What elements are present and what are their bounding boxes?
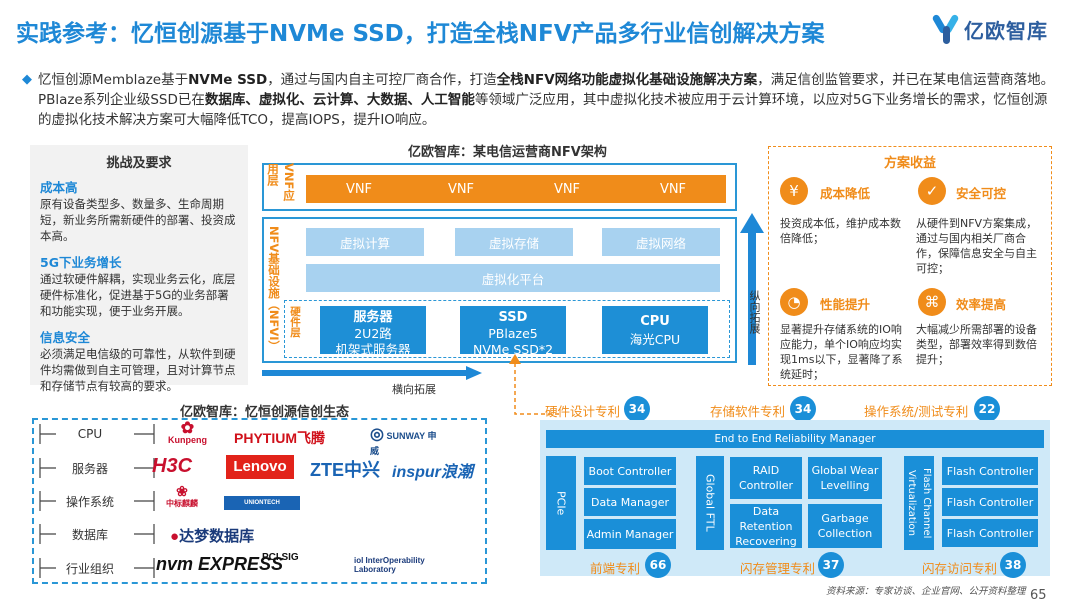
benefit-text: 投资成本低，维护成本数倍降低； xyxy=(780,217,901,245)
flash-channel-virtualization-box: Flash Channel Virtualization xyxy=(904,456,934,550)
uniontech-logo: UNIONTECH xyxy=(224,496,300,510)
challenge-heading: 5G下业务增长 xyxy=(40,255,122,270)
iol-logo: iol InterOperability Laboratory xyxy=(354,556,425,574)
eco-row-label: 操作系统 xyxy=(65,495,114,509)
zte-logo: ZTE中兴 xyxy=(310,460,380,480)
reliability-manager-bar: End to End Reliability Manager xyxy=(546,430,1044,448)
patent-label: 硬件设计专利 xyxy=(545,404,621,419)
yiou-logo: 亿欧智库 xyxy=(931,13,1048,44)
patent-count-badge: 37 xyxy=(818,552,844,578)
flash-controller-box: Flash Controller xyxy=(942,457,1038,485)
neokylin-logo: ❀中标麒麟 xyxy=(166,483,198,508)
ecosystem-title: 亿欧智库：忆恒创源信创生态 xyxy=(180,405,350,420)
virtual-compute-box: 虚拟计算 xyxy=(306,228,424,256)
vertical-arrow-icon xyxy=(740,213,764,365)
eco-row-label: 服务器 xyxy=(71,462,108,476)
patent-label: 前端专利 xyxy=(590,561,641,576)
challenge-text: 通过软硬件解耦，实现业务云化，底层硬件标准化，促进基于5G的业务部署和功能实现，… xyxy=(40,272,236,318)
horizontal-expand-label: 横向拓展 xyxy=(392,383,436,396)
flash-controller-box: Flash Controller xyxy=(942,488,1038,516)
benefit-heading: 安全可控 xyxy=(956,186,1007,201)
sunway-logo: ◎ SUNWAY 申威 xyxy=(370,426,437,456)
patent-label: 闪存访问专利 xyxy=(922,561,998,576)
logo-text: 亿欧智库 xyxy=(964,18,1048,43)
challenge-text: 原有设备类型多、数量多、生命周期短，新业务所需新硬件的部署、投资成本高。 xyxy=(40,197,236,243)
patent-label: 存储软件专利 xyxy=(710,404,786,419)
gauge-icon: ◔ xyxy=(780,288,808,316)
horizontal-arrow-icon xyxy=(262,366,482,380)
data-manager-box: Data Manager xyxy=(584,488,676,516)
money-bag-icon: ¥ xyxy=(780,177,808,205)
benefit-text: 从硬件到NFV方案集成，通过与国内相关厂商合作，保障信息安全与自主可控； xyxy=(916,217,1038,275)
global-ftl-box: Global FTL xyxy=(696,456,724,550)
shield-check-icon: ✓ xyxy=(918,177,946,205)
patent-label: 操作系统/测试专利 xyxy=(864,404,969,419)
nvme-logo: nvm EXPRESS xyxy=(156,554,284,574)
ecosystem-brackets xyxy=(39,424,155,578)
challenge-text: 必须满足电信级的可靠性，从软件到硬件均需做到自主可管理，且对计算节点和存储节点有… xyxy=(40,347,236,393)
page-title: 实践参考：忆恒创源基于NVMe SSD，打造全栈NFV产品多行业信创解决方案 xyxy=(16,21,825,47)
ssd-connector-line xyxy=(509,354,560,415)
boot-controller-box: Boot Controller xyxy=(584,457,676,485)
ecosystem-panel xyxy=(32,418,487,584)
kunpeng-logo: ✿Kunpeng xyxy=(168,420,207,446)
virtual-storage-box: 虚拟存储 xyxy=(455,228,573,256)
intro-paragraph: ◆ 忆恒创源Memblaze基于NVMe SSD，通过与国内自主可控厂商合作，打… xyxy=(22,72,1055,128)
data-retention-box: Data Retention Recovering xyxy=(730,504,802,548)
patent-count-badge: 34 xyxy=(624,396,650,422)
lenovo-logo: Lenovo xyxy=(226,455,294,479)
benefits-title: 方案收益 xyxy=(883,156,936,171)
pcisig-logo: PCI SIG xyxy=(262,552,299,563)
patent-count-badge: 38 xyxy=(1000,552,1026,578)
page-number: 65 xyxy=(1030,588,1047,603)
patent-count-badge: 34 xyxy=(790,396,816,422)
eco-row-label: 行业组织 xyxy=(65,562,114,576)
benefit-text: 显著提升存储系统的IO响应能力，单个IO响应均实现1ms以下，显著降了系统延时； xyxy=(780,323,903,381)
source-note: 资料来源：专家访谈、企业官网、公开资料整理 xyxy=(826,586,1026,597)
benefits-panel: 方案收益 xyxy=(768,146,1052,386)
eco-row-label: 数据库 xyxy=(71,528,108,542)
challenges-title: 挑战及要求 xyxy=(106,156,172,171)
garbage-collection-box: Garbage Collection xyxy=(808,504,882,548)
logo-mark-icon xyxy=(931,13,960,44)
vnf-box: VNF xyxy=(620,175,726,203)
eco-row-label: CPU xyxy=(77,427,103,441)
raid-controller-box: RAID Controller xyxy=(730,457,802,499)
patent-count-badge: 22 xyxy=(974,396,1000,422)
challenges-panel: 挑战及要求 成本高 原有设备类型多、数量多、生命周期短，新业务所需新硬件的部署、… xyxy=(30,145,248,393)
architecture-title: 亿欧智库：某电信运营商NFV架构 xyxy=(408,145,607,160)
challenge-heading: 成本高 xyxy=(40,180,78,195)
hardware-layer-label: 硬件层 xyxy=(289,306,301,338)
patent-label: 闪存管理专利 xyxy=(740,561,816,576)
phytium-logo: PHYTIUM飞腾 xyxy=(234,430,325,446)
patent-count-badge: 66 xyxy=(645,552,671,578)
vnf-box: VNF xyxy=(306,175,412,203)
vertical-expand-label: 纵向拓展 xyxy=(748,290,761,334)
pcie-box: PCIe xyxy=(546,456,576,550)
nfvi-layer-label: NFV基础设施（NFVI） xyxy=(267,226,281,353)
vnf-box: VNF xyxy=(408,175,514,203)
benefit-heading: 成本降低 xyxy=(820,186,871,201)
h3c-logo: H3C xyxy=(152,455,193,477)
virtual-network-box: 虚拟网络 xyxy=(602,228,720,256)
benefit-heading: 性能提升 xyxy=(820,297,871,312)
dameng-logo: ●达梦数据库 xyxy=(170,528,255,545)
challenge-heading: 信息安全 xyxy=(40,330,91,345)
flash-controller-box: Flash Controller xyxy=(942,519,1038,547)
inspur-logo: inspur浪潮 xyxy=(392,464,473,481)
vnf-box: VNF xyxy=(514,175,620,203)
admin-manager-box: Admin Manager xyxy=(584,519,676,549)
vnf-layer-label: VNF应用层 xyxy=(266,163,296,201)
benefit-heading: 效率提高 xyxy=(956,297,1007,312)
diamond-bullet-icon: ◆ xyxy=(22,72,32,87)
wear-levelling-box: Global Wear Levelling xyxy=(808,457,882,499)
virtualization-platform-box: 虚拟化平台 xyxy=(306,264,720,292)
hardware-layer xyxy=(284,300,730,358)
network-icon: ⌘ xyxy=(918,288,946,316)
benefit-text: 大幅减少所需部署的设备类型，部署效率得到数倍提升； xyxy=(916,323,1037,366)
